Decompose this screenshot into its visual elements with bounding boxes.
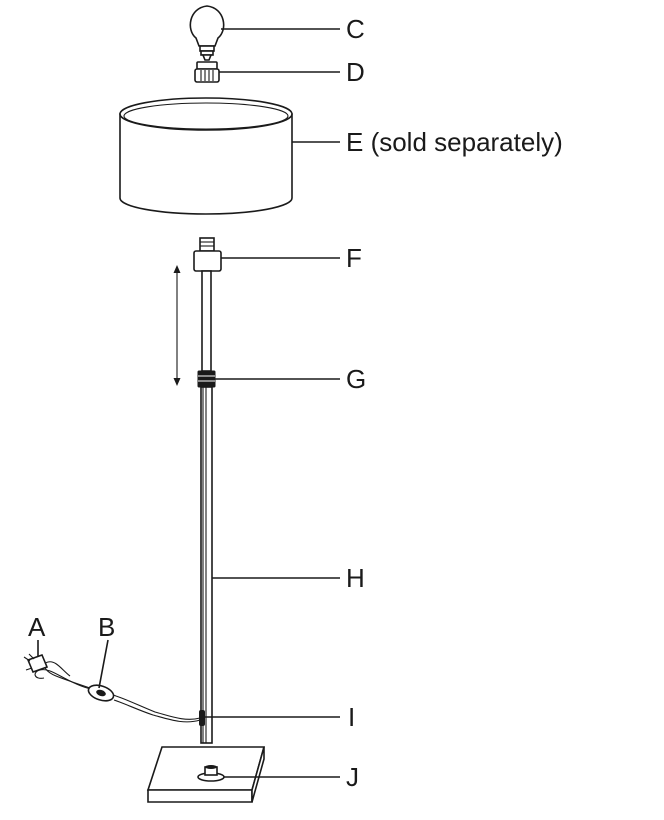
label-i: I — [348, 702, 356, 732]
socket-holder-part — [193, 237, 222, 272]
label-a: A — [28, 612, 46, 642]
height-adjust-arrow — [173, 265, 181, 386]
label-h: H — [346, 563, 365, 593]
plug-part — [23, 653, 49, 674]
base-plate-part — [146, 746, 266, 803]
leader-b — [98, 639, 109, 689]
upper-pole-part — [201, 270, 212, 372]
inline-switch-part — [87, 684, 115, 702]
label-d: D — [346, 57, 365, 87]
label-c: C — [346, 14, 365, 44]
socket-ring-part — [194, 61, 220, 83]
label-j: J — [346, 762, 359, 792]
bulb-part — [189, 5, 225, 61]
label-e: E (sold separately) — [346, 127, 563, 157]
lampshade-part — [119, 97, 293, 215]
cable-entry-part — [199, 710, 205, 726]
label-b: B — [98, 612, 116, 642]
label-f: F — [346, 243, 362, 273]
label-g: G — [346, 364, 367, 394]
locking-collar-part — [197, 370, 216, 388]
lower-pole-part — [200, 386, 213, 744]
